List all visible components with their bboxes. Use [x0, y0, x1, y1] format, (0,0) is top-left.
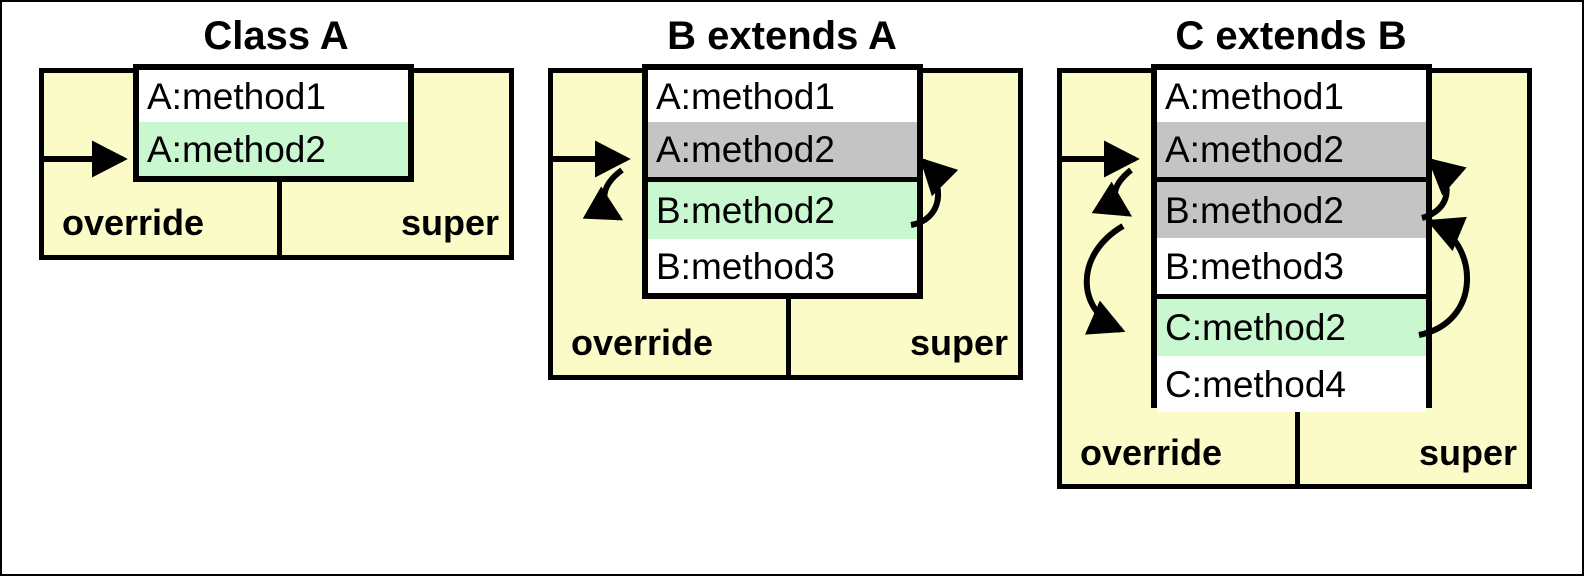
override-super-divider-b — [786, 296, 791, 380]
panel-c-extends-b: C extends B override super A:method1 A:m… — [1031, 10, 1576, 510]
method-row[interactable]: B:method2 — [1157, 182, 1426, 238]
override-super-divider-a — [277, 176, 282, 260]
method-row[interactable]: A:method1 — [139, 70, 408, 122]
method-row[interactable]: C:method4 — [1157, 356, 1426, 412]
method-row[interactable]: A:method2 — [1157, 122, 1426, 177]
method-row[interactable]: A:method2 — [139, 122, 408, 176]
method-row[interactable]: B:method3 — [648, 239, 917, 293]
override-label-b: override — [571, 322, 714, 363]
method-list-a: A:method1 A:method2 — [133, 64, 414, 182]
panel-title-b-extends-a: B extends A — [667, 14, 897, 58]
method-row[interactable]: B:method2 — [648, 182, 917, 239]
method-row[interactable]: A:method2 — [648, 122, 917, 177]
method-row[interactable]: A:method1 — [1157, 70, 1426, 122]
method-row[interactable]: A:method1 — [648, 70, 917, 122]
panel-class-a: Class A override super A:method1 A:metho… — [16, 10, 536, 280]
super-label-b: super — [909, 322, 1008, 363]
method-row[interactable]: C:method2 — [1157, 299, 1426, 356]
method-row[interactable]: B:method3 — [1157, 238, 1426, 294]
override-super-divider-c — [1295, 405, 1300, 489]
method-list-c: A:method1 A:method2 B:method2 B:method3 … — [1151, 64, 1432, 412]
panel-title-class-a: Class A — [203, 14, 349, 58]
panel-title-c-extends-b: C extends B — [1175, 14, 1407, 58]
super-label-a: super — [400, 202, 499, 243]
override-label-c: override — [1080, 432, 1223, 473]
panel-b-extends-a: B extends A override super A:method1 A:m… — [522, 10, 1042, 400]
override-label-a: override — [62, 202, 205, 243]
super-label-c: super — [1418, 432, 1517, 473]
method-list-b: A:method1 A:method2 B:method2 B:method3 — [642, 64, 923, 299]
